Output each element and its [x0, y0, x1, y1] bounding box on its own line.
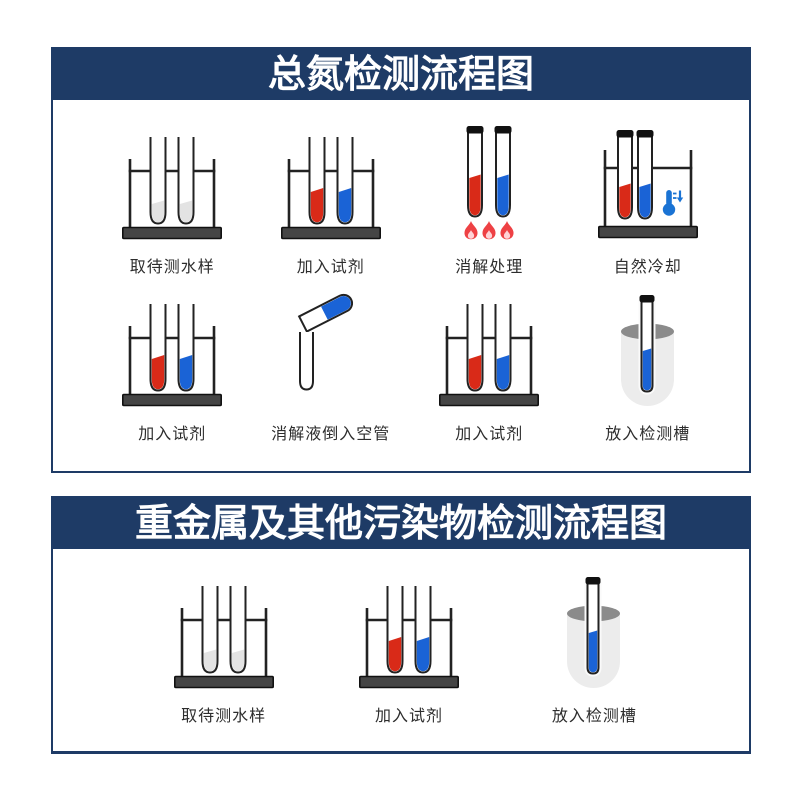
step-label: 消解处理 [455, 259, 524, 276]
detection-slot-icon [562, 575, 626, 689]
step: 放入检测槽 [502, 575, 687, 726]
step-label: 加入试剂 [455, 426, 524, 443]
step-label: 自然冷却 [613, 259, 682, 276]
heavy-metal-panel: 重金属及其他污染物检测流程图 取待测水样 加入试剂 放入检测槽 [51, 496, 751, 754]
step-label: 加入试剂 [374, 708, 443, 725]
step-label: 放入检测槽 [605, 426, 691, 443]
test-tube-rack-reagent-icon [359, 575, 459, 689]
step: 加入试剂 [252, 126, 411, 277]
step-label: 加入试剂 [296, 259, 365, 276]
total-nitrogen-panel: 总氮检测流程图 取待测水样 加入试剂 消解处理 自然冷却 [51, 47, 751, 473]
step-label: 加入试剂 [138, 426, 207, 443]
test-tube-rack-reagent-icon [281, 126, 381, 240]
panel-title: 总氮检测流程图 [53, 49, 749, 100]
step: 消解处理 [410, 126, 569, 277]
step: 取待测水样 [131, 575, 316, 726]
step: 消解液倒入空管 [252, 293, 411, 444]
step-label: 取待测水样 [181, 708, 267, 725]
step-label: 放入检测槽 [551, 708, 637, 725]
tubes-over-flames-icon [439, 126, 539, 240]
step: 加入试剂 [410, 293, 569, 444]
test-tube-rack-reagent-icon [122, 293, 222, 407]
step-row: 加入试剂 消解液倒入空管 加入试剂 放入检测槽 [53, 293, 749, 444]
test-tube-rack-sample-icon [174, 575, 274, 689]
step: 加入试剂 [93, 293, 252, 444]
pour-into-empty-tube-icon [291, 293, 371, 407]
step: 放入检测槽 [569, 293, 728, 444]
test-tube-rack-sample-icon [122, 126, 222, 240]
step-row: 取待测水样 加入试剂 消解处理 自然冷却 [53, 126, 749, 277]
test-tube-rack-reagent-icon [439, 293, 539, 407]
step-label: 取待测水样 [129, 259, 215, 276]
step-label: 消解液倒入空管 [271, 426, 391, 443]
step: 自然冷却 [569, 126, 728, 277]
step: 取待测水样 [93, 126, 252, 277]
panel-title: 重金属及其他污染物检测流程图 [53, 498, 749, 549]
step-row: 取待测水样 加入试剂 放入检测槽 [53, 575, 749, 726]
tube-rack-thermometer-cooling-icon [598, 126, 698, 240]
step: 加入试剂 [316, 575, 501, 726]
detection-slot-icon [616, 293, 680, 407]
